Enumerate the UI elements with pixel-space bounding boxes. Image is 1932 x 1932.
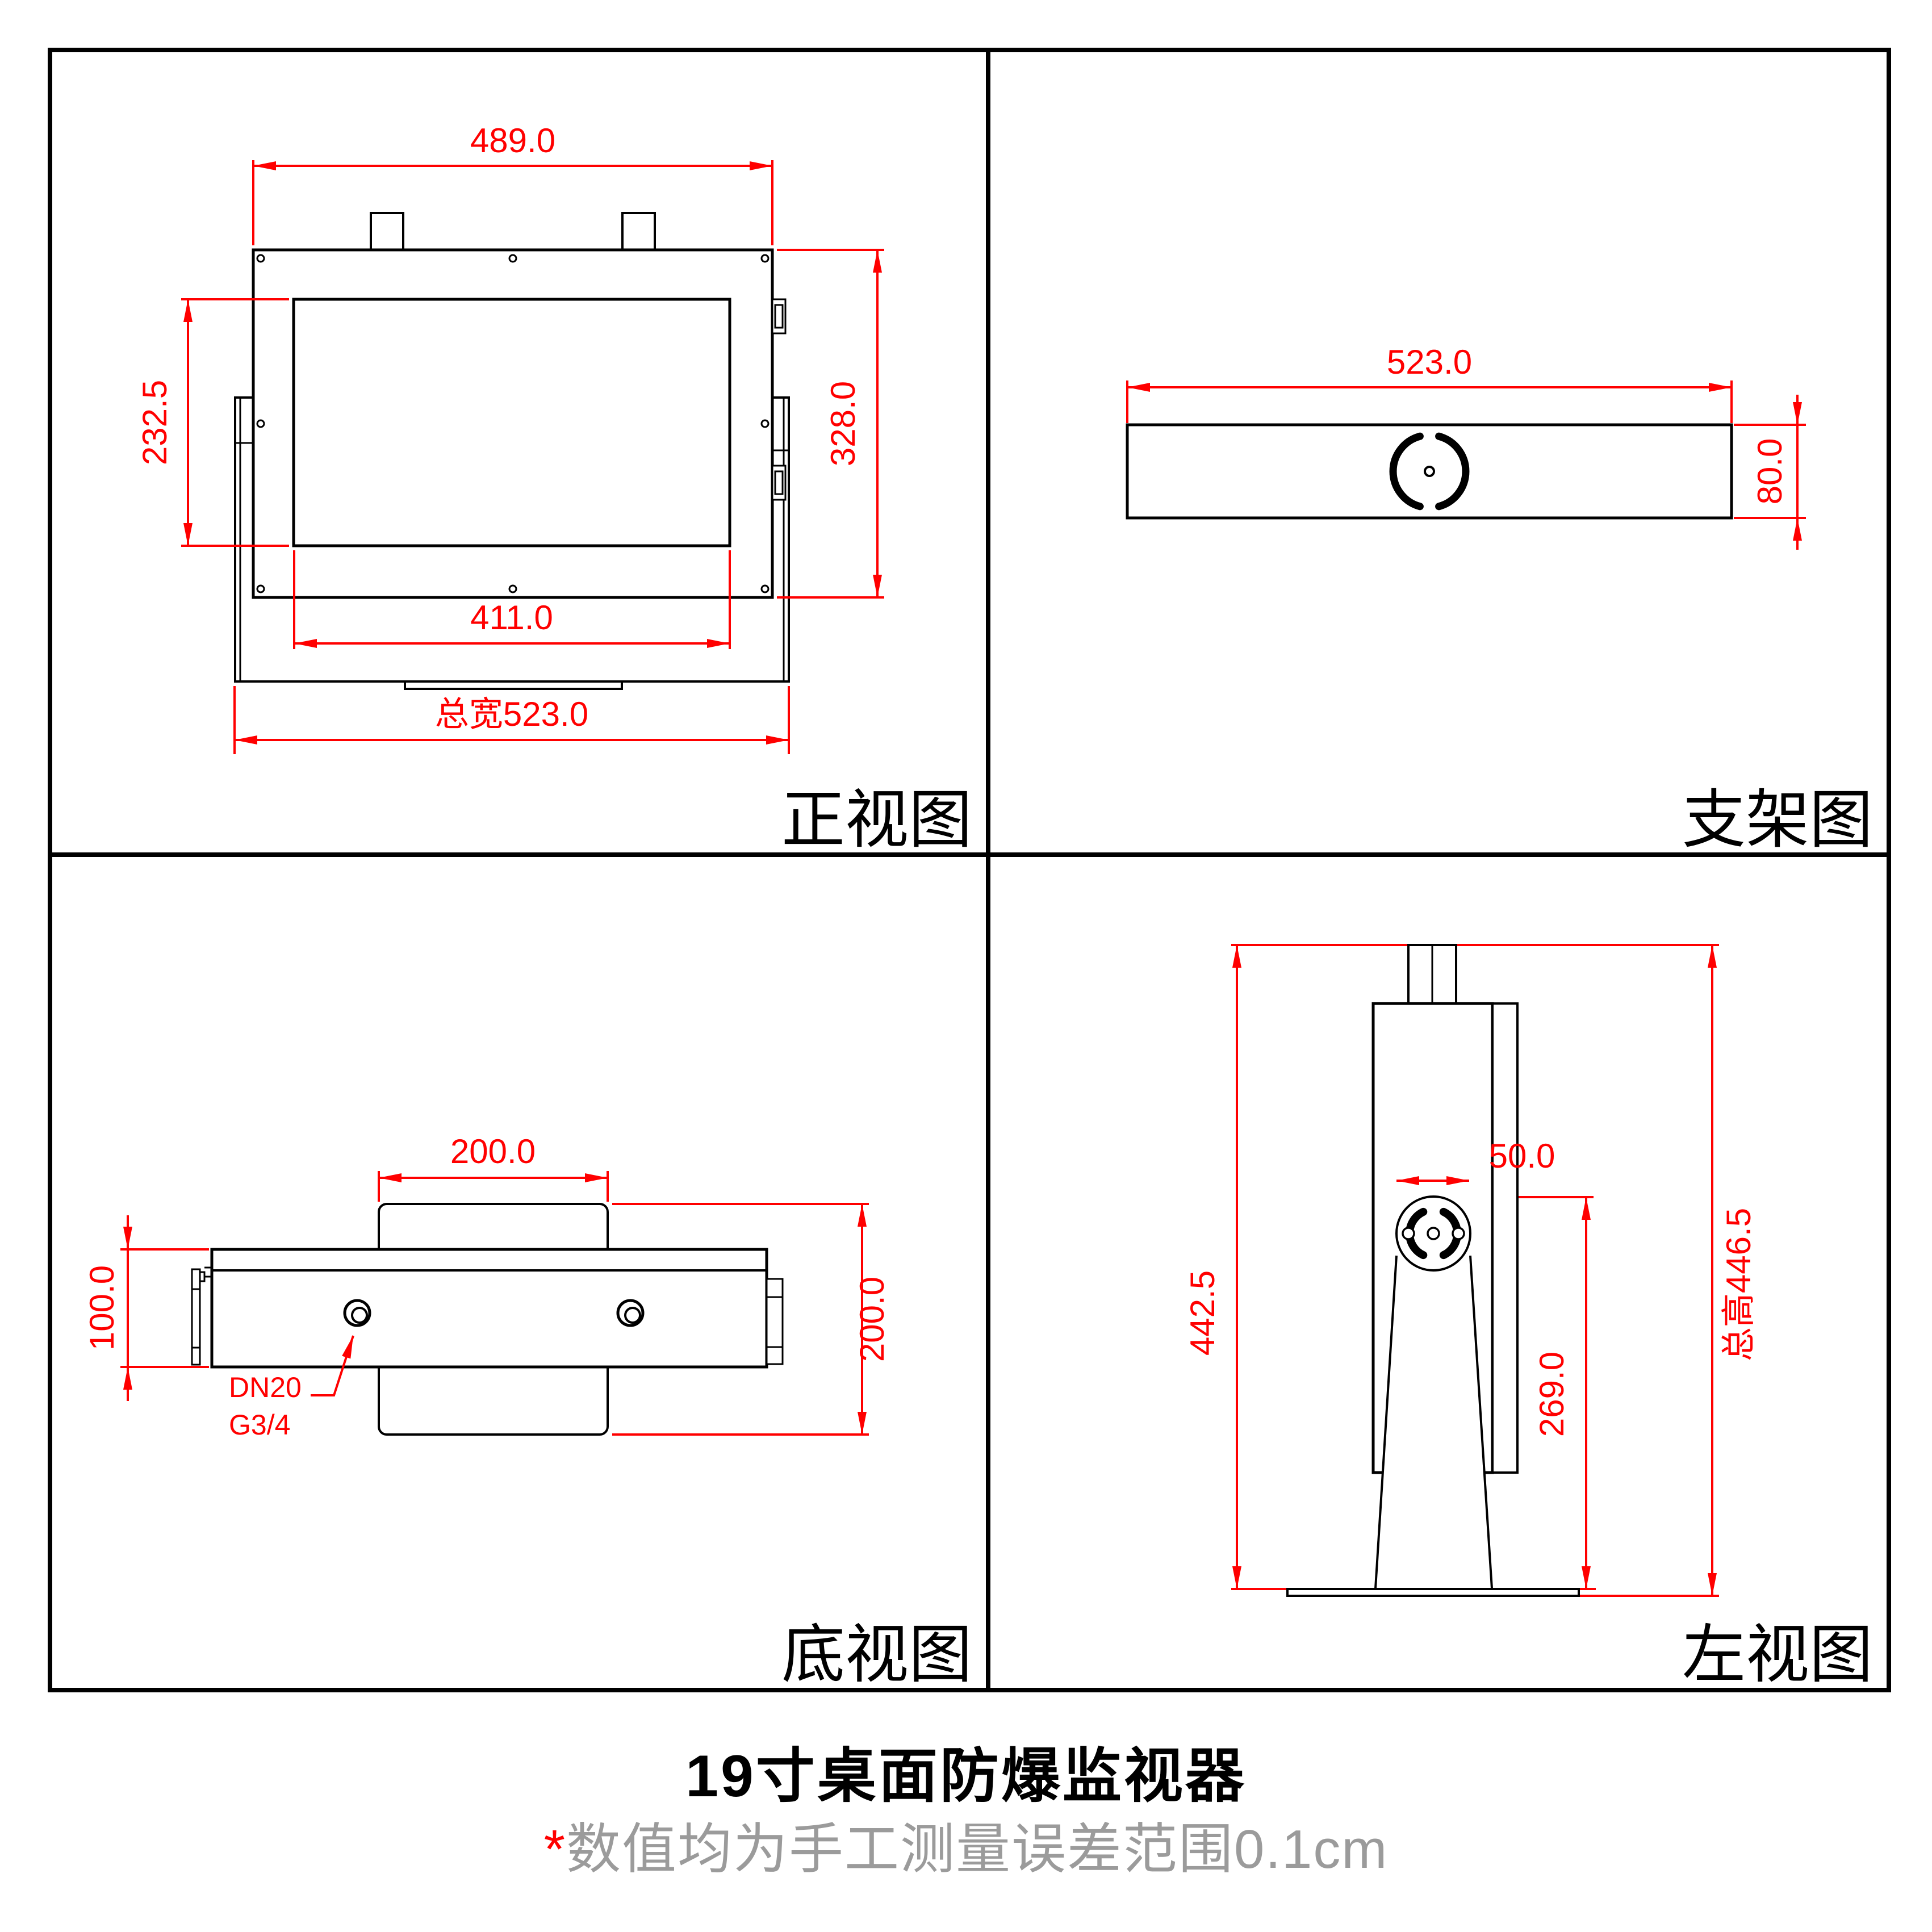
dim-left-total-height-text: 总高446.5 [1720,1208,1758,1361]
dim-bracket-width [1126,380,1733,423]
dim-left-hinge-text: 50.0 [1489,1137,1555,1175]
left-view: 442.5 50.0 269.0 总高446.5 左视图 [1184,944,1873,1690]
drawing-title: 19寸桌面防爆监视器 [685,1743,1247,1809]
dim-front-screen-height-text: 232.5 [136,380,174,465]
dim-front-screen-width [293,550,731,649]
dim-front-outer-height-text: 328.0 [824,381,862,466]
bracket-view: 523.0 80.0 支架图 [1126,343,1873,855]
screw-icon [256,254,265,263]
front-top-tab-left [370,212,404,251]
left-bezel-strip [1491,1002,1519,1474]
dim-front-outer-width-text: 489.0 [470,122,555,160]
bottom-right-bezel [766,1278,784,1365]
dim-bottom-plate-depth-text: 200.0 [853,1277,891,1362]
front-view: 489.0 328.0 232.5 411.0 总宽523.0 正视图 [136,122,972,855]
left-stand-leg-right-edge [1469,1255,1493,1589]
front-bottom-stand-edge [404,681,623,690]
bottom-view: 200.0 100.0 200.0 DN20 G3/4 底视图 [83,1132,972,1690]
cable-gland-left [343,1299,371,1327]
bracket-bar [1126,423,1733,520]
front-clip-upper [771,298,787,334]
gland-callout-leader [311,1335,354,1396]
screw-icon [760,584,770,593]
dim-bottom-plate-width-text: 200.0 [450,1132,536,1170]
bracket-center-hole [1424,466,1435,477]
front-screen [292,298,731,547]
dim-front-total-width [233,686,790,754]
screw-icon [508,254,517,263]
bottom-body [210,1248,768,1369]
dim-bottom-plate-width [378,1171,609,1202]
front-view-label: 正视图 [781,784,972,855]
left-stand-leg-left-edge [1374,1255,1398,1589]
dim-bracket-height [1734,395,1806,550]
front-screw-holes [256,254,770,593]
sheet-border [48,48,1891,1692]
front-clip-lower [771,465,787,501]
left-hinge-center-hole [1427,1227,1440,1240]
dim-bracket-height-text: 80.0 [1751,438,1789,505]
tolerance-note: *数值均为手工测量误差范围0.1cm [0,1805,1932,1884]
dim-front-total-width-text: 总宽523.0 [435,695,588,733]
bottom-view-label: 底视图 [781,1619,972,1690]
screw-icon [760,419,770,428]
screw-icon [256,584,265,593]
note-asterisk: * [543,1819,566,1880]
screw-icon [508,584,517,593]
bottom-left-hook [200,1266,213,1282]
screw-icon [760,254,770,263]
bracket-view-label: 支架图 [1682,784,1873,855]
dim-bottom-body-depth-text: 100.0 [83,1265,121,1350]
dim-front-screen-width-text: 411.0 [470,599,553,637]
screw-icon [256,419,265,428]
dim-front-outer-width [252,160,773,245]
gland-callout-line1: DN20 [229,1371,302,1403]
dim-front-outer-height [777,249,884,599]
dim-left-pivot-height-text: 269.0 [1533,1352,1571,1437]
bracket-hinge-slots [1389,432,1470,511]
left-view-label: 左视图 [1682,1619,1873,1690]
dim-front-screen-height [181,298,289,547]
bottom-left-bezel [191,1268,201,1366]
dim-bottom-body-depth [120,1215,209,1401]
front-top-tab-right [621,212,656,251]
dim-bottom-plate-depth [612,1203,869,1436]
left-hinge [1395,1195,1471,1272]
note-text: 数值均为手工测量误差范围0.1cm [566,1819,1389,1880]
left-base-plate [1286,1588,1580,1597]
left-stand-leg-fill [1375,1256,1492,1588]
gland-callout-line2: G3/4 [229,1409,290,1441]
cable-gland-right [616,1299,645,1327]
dim-bracket-width-text: 523.0 [1387,343,1472,381]
dim-left-stand-height-text: 442.5 [1184,1270,1222,1356]
